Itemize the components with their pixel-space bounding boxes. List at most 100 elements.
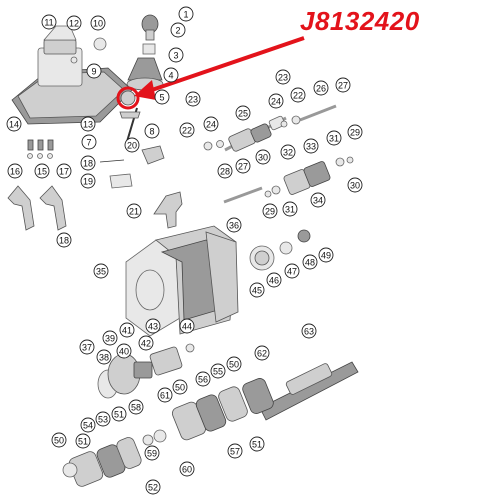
callout-11: 11 (41, 14, 57, 30)
callout-number: 59 (147, 449, 157, 459)
callout-circle (203, 116, 219, 132)
callout-circle (303, 138, 319, 154)
callout-circle (79, 339, 95, 355)
callout-42: 42 (138, 335, 154, 351)
callout-number: 29 (265, 207, 275, 217)
callout-circle (80, 173, 96, 189)
callout-35: 35 (93, 263, 109, 279)
callout-15: 15 (34, 163, 50, 179)
callout-number: 19 (83, 177, 93, 187)
callout-circle (226, 217, 242, 233)
callout-circle (313, 80, 329, 96)
callout-60: 60 (179, 461, 195, 477)
callout-48: 48 (302, 254, 318, 270)
callout-30: 30 (255, 149, 271, 165)
callout-circle (80, 417, 96, 433)
callout-38: 38 (96, 349, 112, 365)
callout-number: 18 (83, 159, 93, 169)
part-number-callout: J8132420 (300, 6, 420, 36)
callout-number: 43 (148, 322, 158, 332)
callout-number: 27 (338, 81, 348, 91)
highlight-arrow (134, 36, 305, 100)
callout-circle (90, 15, 106, 31)
callout-circle (210, 363, 226, 379)
callout-number: 29 (350, 128, 360, 138)
callout-number: 22 (293, 91, 303, 101)
gear-stack (62, 378, 274, 487)
callout-25: 25 (235, 105, 251, 121)
callout-circle (195, 371, 211, 387)
callout-number: 37 (82, 343, 92, 353)
callout-number: 33 (306, 142, 316, 152)
callout-22: 22 (179, 122, 195, 138)
callout-circle (227, 443, 243, 459)
callout-13: 13 (80, 116, 96, 132)
callout-47: 47 (284, 263, 300, 279)
callout-circle (335, 77, 351, 93)
callout-circle (145, 318, 161, 334)
callout-circle (282, 201, 298, 217)
callout-circle (347, 124, 363, 140)
callout-number: 20 (127, 141, 137, 151)
callout-circle (34, 163, 50, 179)
callout-number: 30 (258, 153, 268, 163)
callout-number: 24 (206, 120, 216, 130)
callout-number: 21 (129, 207, 139, 217)
callout-number: 32 (283, 148, 293, 158)
callout-61: 61 (157, 387, 173, 403)
callout-number: 30 (350, 181, 360, 191)
callout-circle (170, 22, 186, 38)
callout-circle (56, 163, 72, 179)
detent-springs (27, 139, 54, 159)
callout-20: 20 (124, 137, 140, 153)
callout-number: 23 (278, 73, 288, 83)
callout-44: 44 (179, 318, 195, 334)
callout-23: 23 (185, 91, 201, 107)
callout-circle (255, 149, 271, 165)
callout-59: 59 (144, 445, 160, 461)
callout-circle (179, 461, 195, 477)
callout-7: 7 (81, 134, 97, 150)
callout-18: 18 (80, 155, 96, 171)
callout-number: 57 (230, 447, 240, 457)
callout-49: 49 (318, 247, 334, 263)
callout-number: 51 (78, 437, 88, 447)
callout-number: 4 (168, 71, 173, 81)
mainshaft (259, 361, 359, 421)
callout-2: 2 (170, 22, 186, 38)
callout-63: 63 (301, 323, 317, 339)
callout-number: 50 (175, 383, 185, 393)
callout-circle (249, 436, 265, 452)
callout-number: 26 (316, 84, 326, 94)
callout-40: 40 (116, 343, 132, 359)
callout-circle (280, 144, 296, 160)
callout-17: 17 (56, 163, 72, 179)
callout-32: 32 (280, 144, 296, 160)
callout-circle (80, 155, 96, 171)
callout-number: 51 (114, 410, 124, 420)
callout-circle (268, 93, 284, 109)
callout-circle (66, 15, 82, 31)
callout-number: 3 (173, 51, 178, 61)
callout-number: 61 (160, 391, 170, 401)
callout-number: 55 (213, 367, 223, 377)
callout-number: 50 (54, 436, 64, 446)
callout-number: 17 (59, 167, 69, 177)
callout-circle (226, 356, 242, 372)
callout-circle (326, 130, 342, 146)
callout-19: 19 (80, 173, 96, 189)
callout-58: 58 (128, 399, 144, 415)
transmission-case (125, 225, 311, 337)
callout-number: 62 (257, 349, 267, 359)
callout-number: 54 (83, 421, 93, 431)
shift-lever (116, 14, 164, 146)
callout-51: 51 (249, 436, 265, 452)
callout-number: 46 (269, 276, 279, 286)
callout-circle (154, 89, 170, 105)
callout-37: 37 (79, 339, 95, 355)
callout-circle (266, 272, 282, 288)
callout-29: 29 (347, 124, 363, 140)
countershaft (203, 104, 337, 152)
callout-number: 35 (96, 267, 106, 277)
callout-number: 50 (229, 360, 239, 370)
